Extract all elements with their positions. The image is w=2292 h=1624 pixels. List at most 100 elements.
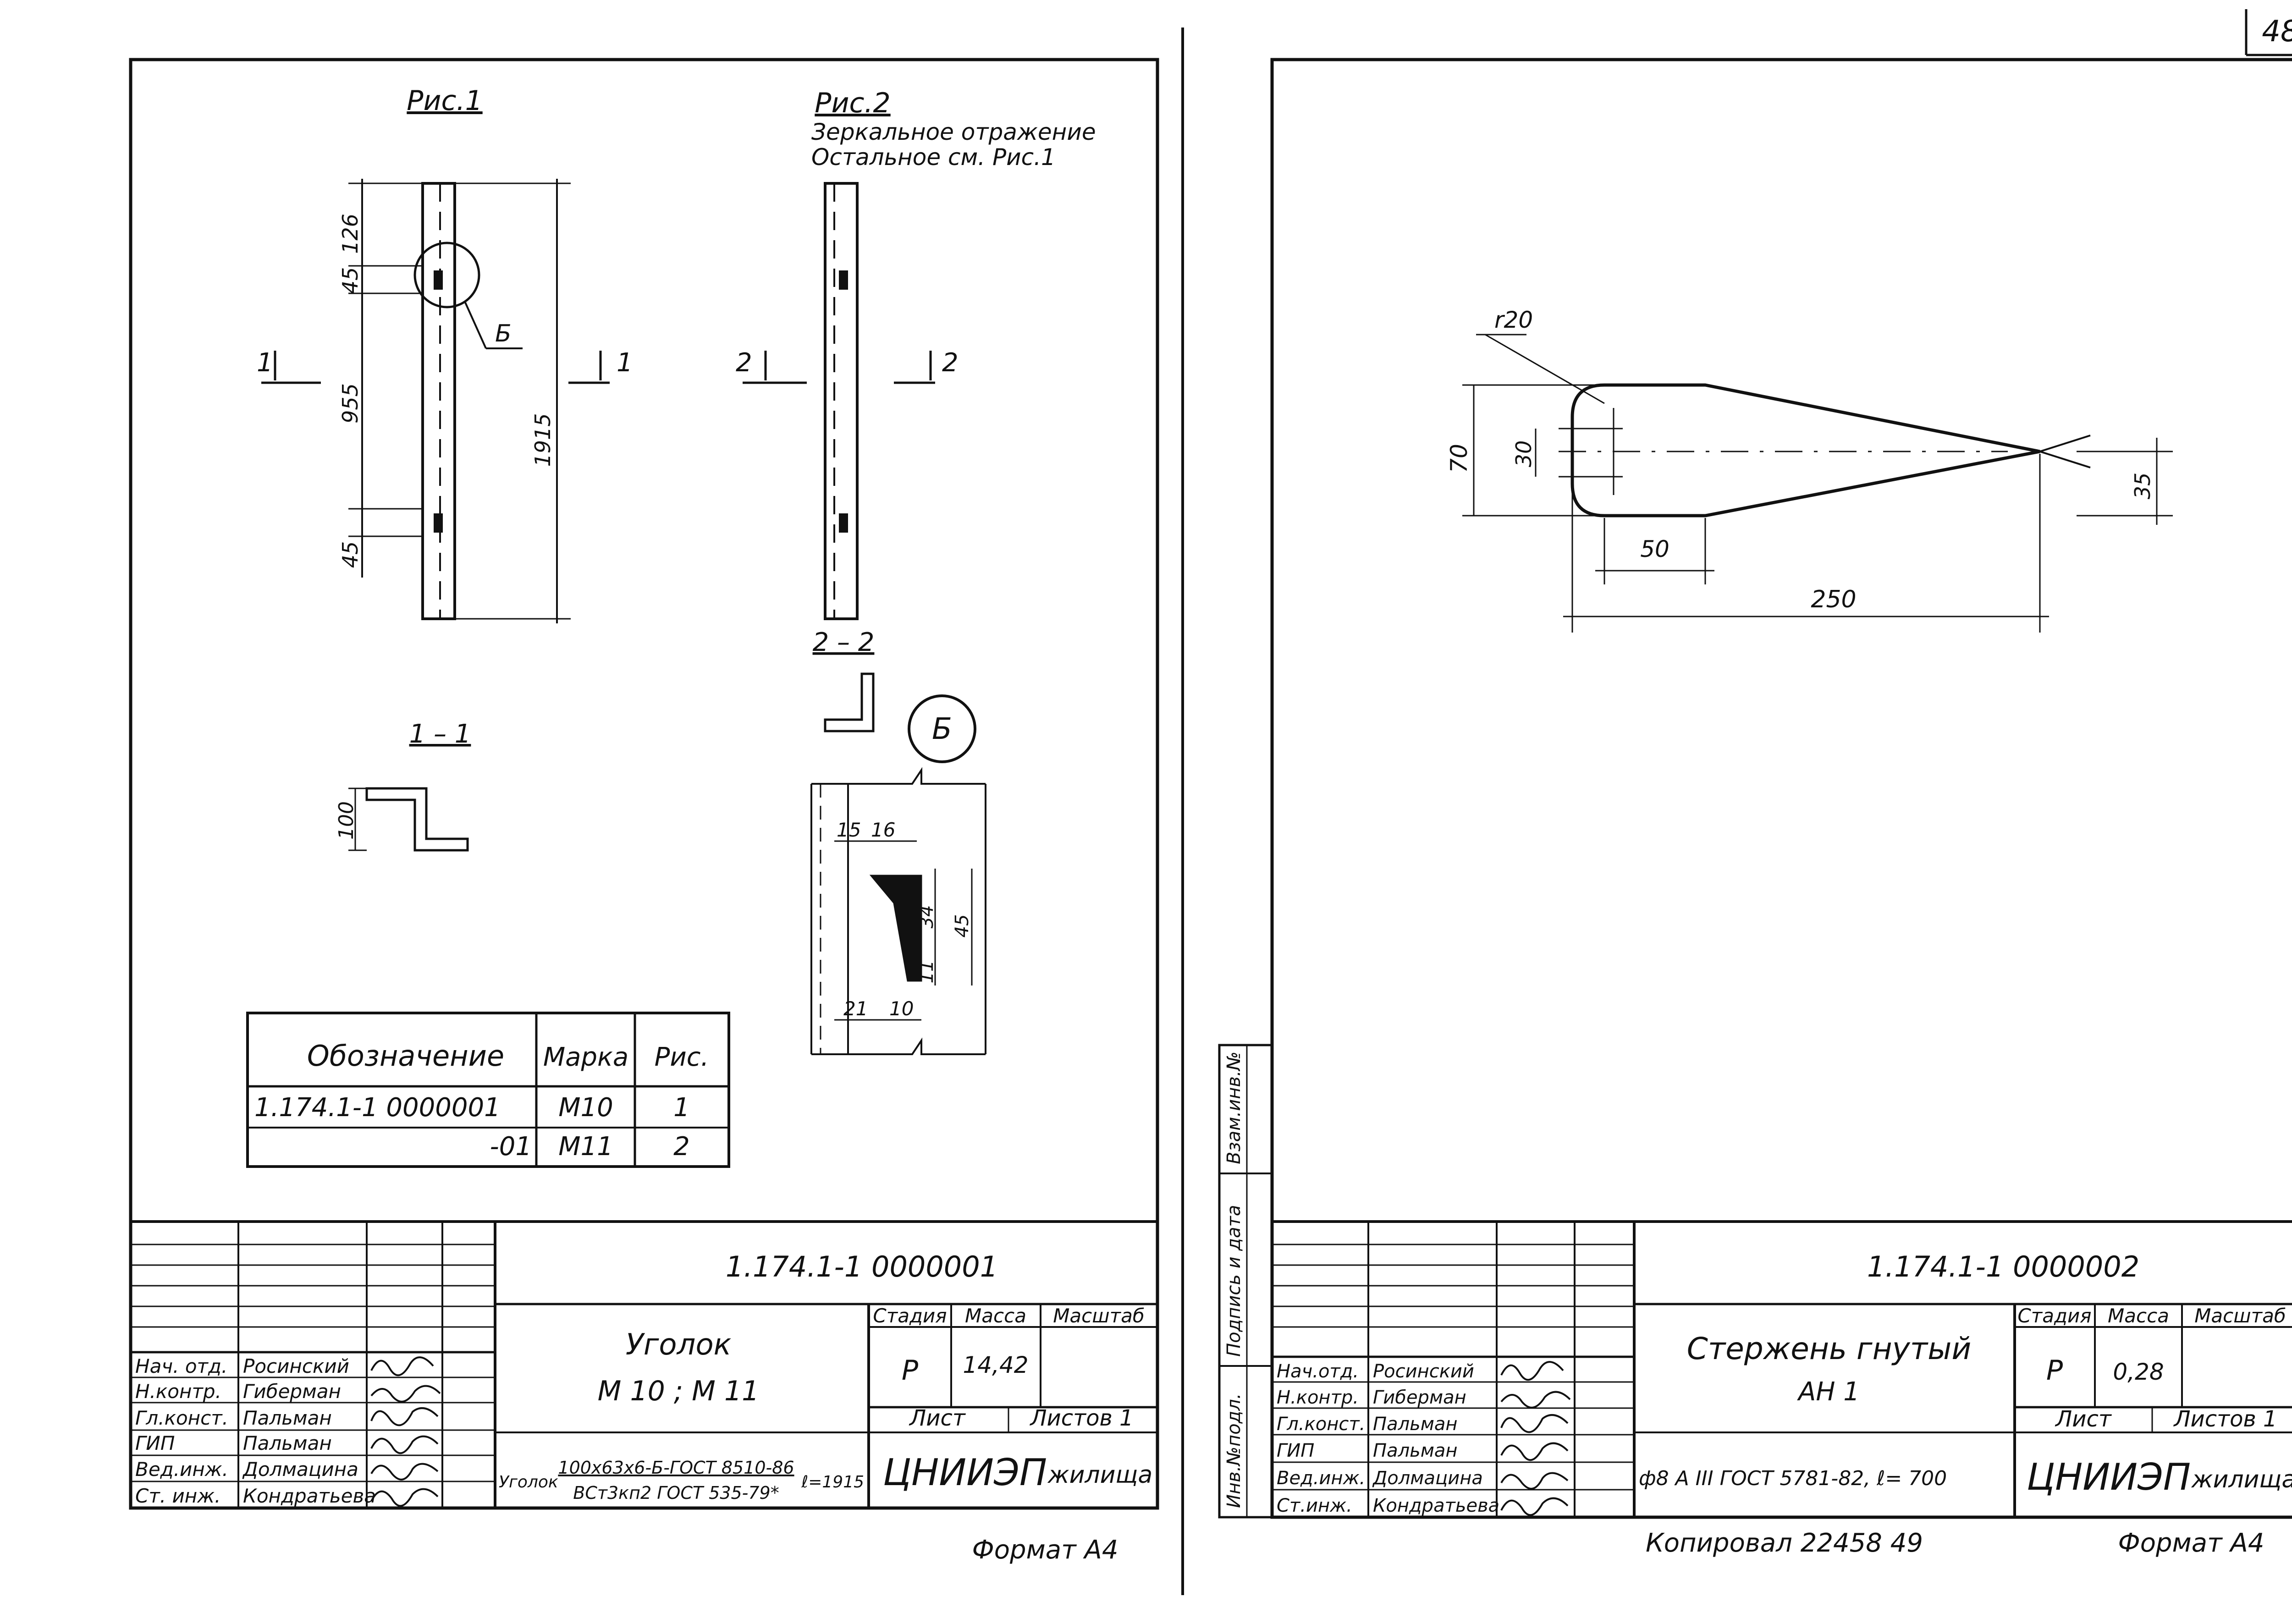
- r-signature-2: [1500, 1414, 1569, 1433]
- fig2-title: Рис.2: [815, 87, 890, 119]
- role-3: ГИП: [135, 1432, 175, 1454]
- org-suffix: жилища: [1047, 1461, 1153, 1489]
- r-role-0: Нач.отд.: [1277, 1361, 1359, 1382]
- col-stage: Стадия: [873, 1305, 947, 1327]
- detail-b: Б 15 16 34 45 11 21 10: [810, 694, 986, 1055]
- right-sheet: Инв.№подл. Подпись и дата Взам.инв.№ r20…: [1218, 58, 2292, 1558]
- doc-code-left: 1.174.1-1 0000001: [726, 1250, 998, 1283]
- dim-15: 15: [837, 819, 861, 841]
- dim-35: 35: [2130, 473, 2155, 500]
- section-mark-1-left: 1: [257, 348, 321, 384]
- svg-text:2: 2: [942, 348, 959, 378]
- spec-table: Обозначение Марка Рис. 1.174.1-1 0000001…: [246, 1012, 730, 1168]
- r-stage-value: Р: [2046, 1354, 2063, 1387]
- page-number-box: 48: [2245, 9, 2292, 56]
- col-scale: Масштаб: [1053, 1305, 1145, 1327]
- r-org-name: ЦНИИЭП: [2027, 1456, 2191, 1498]
- title-block-right: Нач.отд. Росинский Н.контр. Гиберман Гл.…: [1272, 1220, 2292, 1517]
- detail-b-callout-circle: [413, 242, 480, 308]
- dim-50: 50: [1640, 536, 1669, 562]
- r-col-stage: Стадия: [2017, 1305, 2091, 1327]
- spec-row2-designation: -01: [490, 1132, 532, 1162]
- r-signature-4: [1500, 1472, 1569, 1490]
- section-1-profile: [365, 787, 469, 852]
- person-5: Кондратьева: [243, 1485, 376, 1507]
- section-mark-2-left: 2: [736, 348, 807, 384]
- spec-row1-mark: М10: [558, 1093, 613, 1123]
- svg-text:1: 1: [257, 348, 273, 378]
- slot-section: [869, 875, 922, 982]
- r-mass-value: 0,28: [2113, 1359, 2164, 1385]
- dim-126: 126: [338, 214, 363, 254]
- person-4: Долмацина: [242, 1458, 358, 1481]
- dim-70: 70: [1446, 444, 1472, 473]
- part-name-line1: Уголок: [626, 1328, 732, 1362]
- person-1: Гиберман: [243, 1380, 341, 1403]
- part-name-line2: М 10 ; М 11: [598, 1375, 760, 1407]
- r-col-scale: Масштаб: [2194, 1305, 2286, 1327]
- spec-header-fig: Рис.: [655, 1042, 709, 1072]
- sheet-label: Лист: [909, 1405, 966, 1431]
- right-sheet-frame: [1270, 58, 2292, 1519]
- slot-top-fig2: [839, 270, 848, 290]
- left-sheet: Рис.1 Б 126 45 955 45 1915: [129, 58, 1159, 1565]
- signature-3: [370, 1435, 439, 1454]
- dim-100: 100: [335, 801, 358, 840]
- r-org-suffix: жилища: [2191, 1466, 2292, 1493]
- svg-text:1: 1: [617, 348, 633, 378]
- figure-2: Рис.2 Зеркальное отражение Остальное см.…: [736, 87, 1096, 732]
- dim-45-top: 45: [338, 267, 363, 294]
- stamp-signature-date: Подпись и дата: [1223, 1205, 1245, 1357]
- r-role-1: Н.контр.: [1277, 1387, 1359, 1408]
- detail-b-circle: [908, 694, 976, 763]
- col-mass: Масса: [965, 1305, 1026, 1327]
- callout-b-small: Б: [495, 320, 512, 347]
- signature-1: [370, 1385, 441, 1403]
- r-person-1: Гиберман: [1373, 1387, 1466, 1408]
- section-2-title: 2 – 2: [813, 628, 875, 657]
- detail-b-label: Б: [932, 712, 952, 746]
- role-0: Нач. отд.: [135, 1355, 227, 1377]
- r-person-2: Пальман: [1373, 1414, 1458, 1435]
- material-bottom: ВСт3кп2 ГОСТ 535-79*: [573, 1483, 779, 1503]
- section-1-title: 1 – 1: [409, 719, 471, 749]
- slot-top: [434, 270, 443, 290]
- signature-5: [370, 1488, 439, 1507]
- r-role-4: Вед.инж.: [1277, 1468, 1365, 1489]
- r-signature-3: [1500, 1442, 1569, 1461]
- signature-0: [370, 1356, 434, 1376]
- person-3: Пальман: [243, 1432, 332, 1454]
- doc-code-right: 1.174.1-1 0000002: [1867, 1250, 2139, 1283]
- stage-value: Р: [902, 1354, 919, 1387]
- dim-45-bottom: 45: [338, 541, 363, 568]
- section-mark-1-right: 1: [568, 348, 633, 384]
- spec-row1-fig: 1: [673, 1093, 690, 1123]
- r-sheet-label: Лист: [2055, 1406, 2112, 1432]
- angle-bar-fig1: [421, 182, 456, 620]
- r-sheets-label: Листов 1: [2173, 1406, 2277, 1432]
- slot-bottom: [434, 513, 443, 533]
- dim-16: 16: [871, 819, 895, 841]
- r-signature-1: [1500, 1391, 1571, 1409]
- sheets-label: Листов 1: [1029, 1405, 1133, 1431]
- dim-45-detail: 45: [952, 914, 973, 938]
- section-1-1: 1 – 1 100: [335, 719, 471, 852]
- section-2-profile: [824, 672, 875, 732]
- role-5: Ст. инж.: [135, 1485, 220, 1507]
- r-person-3: Пальман: [1373, 1440, 1458, 1461]
- dim-11: 11: [916, 960, 937, 984]
- left-sheet-frame: [129, 58, 1159, 1510]
- role-1: Н.контр.: [135, 1380, 221, 1403]
- material-length: ℓ=1915: [801, 1473, 864, 1492]
- material-top: 100х63х6-Б-ГОСТ 8510-86: [558, 1458, 794, 1478]
- material-prefix: Уголок: [499, 1473, 558, 1492]
- mass-value: 14,42: [963, 1352, 1028, 1378]
- person-2: Пальман: [243, 1407, 332, 1429]
- dim-21: 21: [843, 997, 868, 1020]
- figure-1: Рис.1 Б 126 45 955 45 1915: [257, 85, 633, 623]
- dim-30: 30: [1511, 440, 1536, 468]
- rod-material: ф8 А III ГОСТ 5781-82, ℓ= 700: [1639, 1467, 1947, 1490]
- signature-2: [370, 1407, 439, 1426]
- signature-4: [370, 1463, 439, 1481]
